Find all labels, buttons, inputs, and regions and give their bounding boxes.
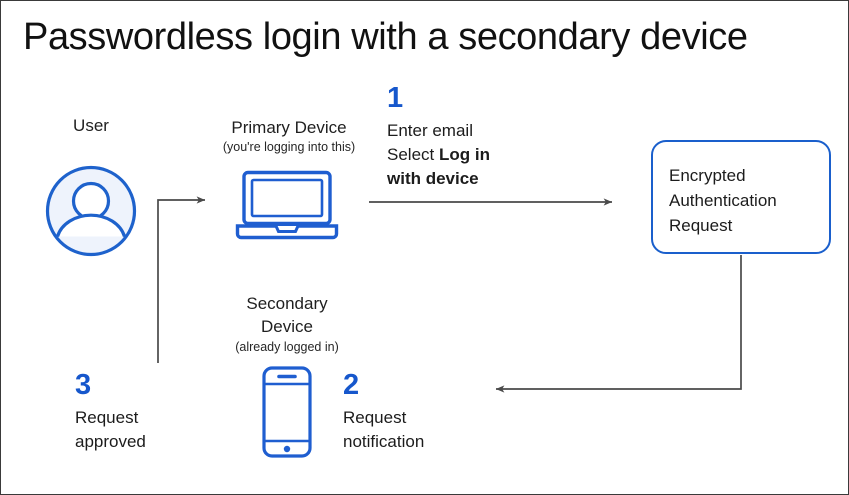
encrypted-auth-request-box: Encrypted Authentication Request xyxy=(651,140,831,254)
secondary-device-label-line1: Secondary xyxy=(246,294,328,313)
step-3-line1: Request xyxy=(75,408,139,427)
step-3-line2: approved xyxy=(75,432,146,451)
step-1-line2-prefix: Select xyxy=(387,145,439,164)
page-title: Passwordless login with a secondary devi… xyxy=(23,16,748,58)
step-1-line3-bold: with device xyxy=(387,169,479,188)
step-2-text: Request notification xyxy=(343,406,513,454)
step-3-number: 3 xyxy=(75,369,92,401)
secondary-device-sublabel: (already logged in) xyxy=(235,340,339,354)
user-label: User xyxy=(73,116,109,135)
encrypted-auth-request-text: Encrypted Authentication Request xyxy=(669,166,777,235)
step-1-line1: Enter email xyxy=(387,121,473,140)
step-1-line2-bold: Log in xyxy=(438,145,490,164)
laptop-icon xyxy=(235,169,339,241)
secondary-device-label: Secondary Device xyxy=(197,292,377,338)
secondary-device-label-line2: Device xyxy=(261,317,313,336)
primary-device-sublabel: (you're logging into this) xyxy=(222,140,356,154)
step-3-text: Request approved xyxy=(75,406,235,454)
phone-icon xyxy=(261,365,313,459)
primary-device-label: Primary Device xyxy=(231,118,347,137)
arrow-auth-to-secondary xyxy=(495,255,742,393)
user-avatar-icon xyxy=(45,165,137,257)
step-1-number: 1 xyxy=(387,82,404,114)
step-2-line2: notification xyxy=(343,432,425,451)
step-2-number: 2 xyxy=(343,369,360,401)
step-2-line1: Request xyxy=(343,408,407,427)
step-1-text: Enter email Select Log in with device xyxy=(387,119,602,191)
